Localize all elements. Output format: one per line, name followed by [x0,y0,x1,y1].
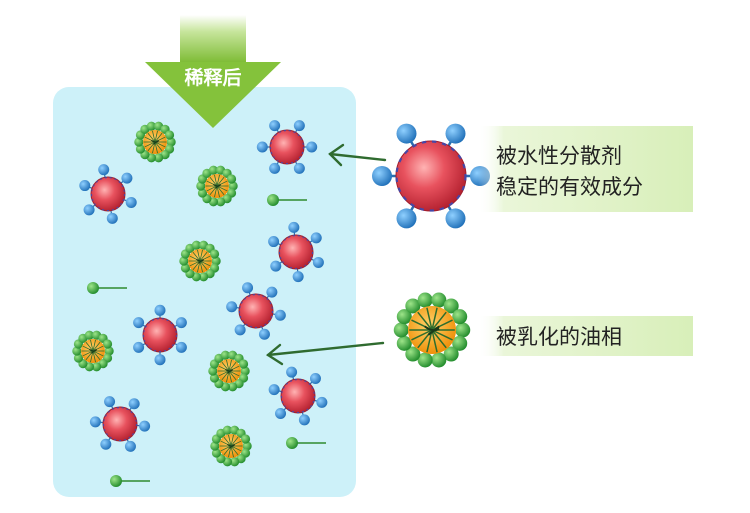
dispersant-particle [226,282,286,340]
dispersant-label-box: 被水性分散剂 稳定的有效成分 [478,126,693,212]
dispersant-particle [133,304,187,366]
dispersant-label-line-1: 被水性分散剂 [496,144,622,168]
dispersant-particle [79,164,137,224]
surfactant-molecule [286,437,326,449]
dispersant-particle [89,396,151,452]
oil-legend-icon [393,292,471,368]
dilution-arrow: 稀释后 [145,15,281,128]
surfactant-molecule [110,475,150,487]
oil-droplet [72,330,114,372]
arrow-label: 稀释后 [184,66,241,89]
dispersant-pointer-arrow [328,143,387,167]
surfactant-molecule [267,194,307,206]
dispersant-label-line-2: 稳定的有效成分 [496,175,643,199]
oil-pointer-arrow [265,341,385,366]
oil-droplet [208,350,250,392]
oil-droplet [210,425,252,467]
oil-label-box: 被乳化的油相 [478,316,693,356]
dispersant-particle [268,221,324,283]
oil-droplet [134,121,176,163]
legend-icons [372,123,490,368]
dilution-container [53,87,356,497]
dispersant-legend-icon [372,123,490,229]
oil-droplet [179,240,221,282]
particle-field [72,120,328,487]
surfactant-molecule [87,282,127,294]
oil-label: 被乳化的油相 [496,325,622,349]
pointer-arrows [265,143,387,366]
dispersant-particle [268,366,328,426]
oil-droplet [196,165,238,207]
dispersant-particle [256,120,318,174]
